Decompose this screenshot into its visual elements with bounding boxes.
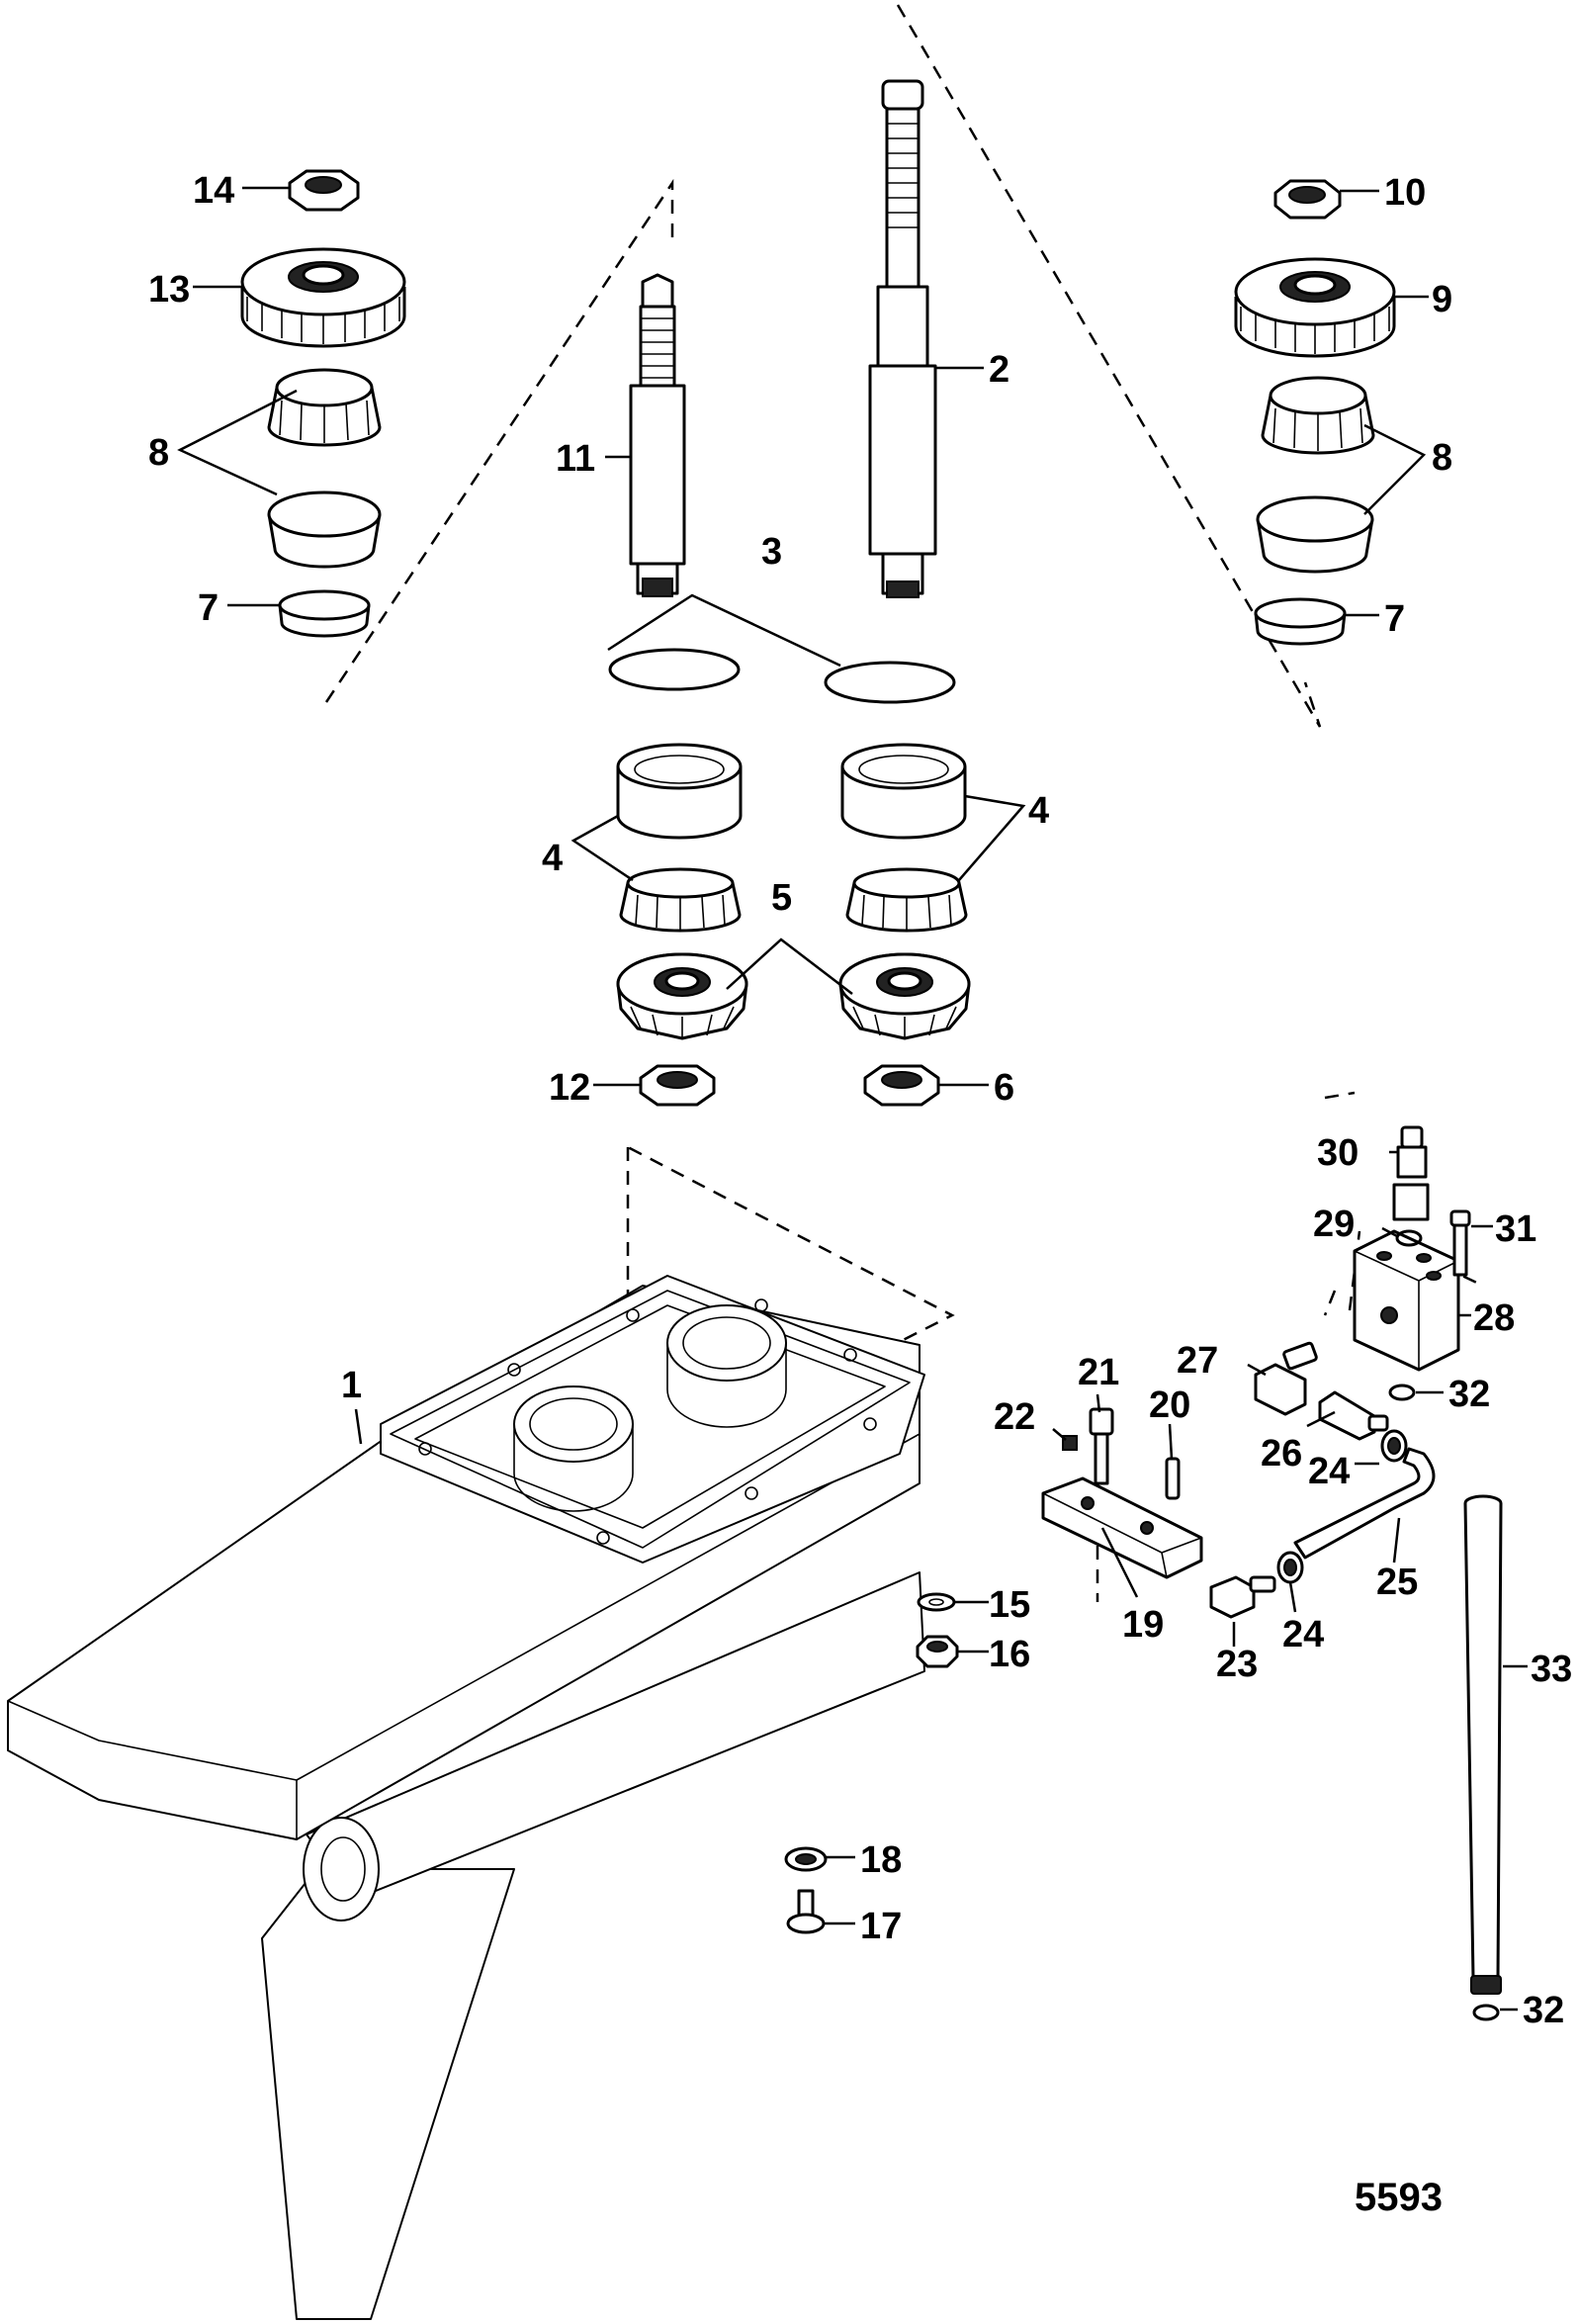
callout-11: 11 (556, 438, 595, 480)
alignment-lines (324, 4, 1484, 1602)
driveshaft-11 (629, 273, 686, 597)
bearing-cups-4 (616, 743, 967, 840)
callout-4-left: 4 (542, 838, 563, 879)
callout-24-lower: 24 (1282, 1614, 1324, 1655)
callout-14: 14 (193, 170, 234, 212)
driveshaft-2 (868, 79, 937, 598)
callout-32-upper: 32 (1448, 1374, 1490, 1415)
callout-8-left: 8 (148, 432, 169, 474)
callout-18: 18 (860, 1839, 902, 1881)
gearcase-housing (7, 1275, 925, 2320)
callout-26: 26 (1261, 1433, 1302, 1475)
callout-19: 19 (1122, 1604, 1164, 1646)
left-gear-stack (240, 169, 406, 638)
callout-4-right: 4 (1028, 790, 1049, 832)
callout-1: 1 (341, 1365, 362, 1406)
callout-5: 5 (771, 877, 792, 919)
right-gear-stack (1234, 179, 1396, 646)
callout-23: 23 (1216, 1644, 1258, 1685)
callout-3: 3 (761, 531, 782, 573)
callout-15: 15 (989, 1584, 1030, 1626)
callout-12: 12 (549, 1067, 590, 1109)
callout-6: 6 (994, 1067, 1014, 1109)
callout-16: 16 (989, 1634, 1030, 1675)
callout-24-upper: 24 (1308, 1451, 1350, 1492)
leader-lines (177, 186, 1528, 2011)
callout-29: 29 (1313, 1204, 1355, 1245)
small-hardware (784, 1125, 1503, 2021)
callout-10: 10 (1384, 172, 1426, 214)
callout-8-right: 8 (1432, 437, 1452, 479)
callout-9: 9 (1432, 279, 1452, 320)
figure-number: 5593 (1355, 2176, 1443, 2219)
callout-labels: 14 13 8 7 10 9 8 7 11 2 3 4 4 5 12 6 1 1… (148, 170, 1572, 2219)
callout-27: 27 (1177, 1340, 1218, 1382)
callout-13: 13 (148, 269, 190, 311)
callout-22: 22 (994, 1396, 1035, 1438)
o-rings-3 (608, 648, 956, 704)
callout-30: 30 (1317, 1132, 1359, 1174)
callout-25: 25 (1376, 1562, 1418, 1603)
callout-20: 20 (1149, 1385, 1190, 1426)
bearing-cones-4 (619, 867, 968, 933)
callout-33: 33 (1531, 1649, 1572, 1690)
callout-28: 28 (1473, 1297, 1515, 1339)
callout-7-right: 7 (1384, 598, 1405, 640)
callout-7-left: 7 (198, 587, 219, 629)
callout-2: 2 (989, 349, 1009, 391)
pinion-nuts (639, 1064, 940, 1107)
callout-32-lower: 32 (1523, 1990, 1564, 2031)
callout-21: 21 (1078, 1352, 1119, 1393)
bevel-gears-5 (616, 952, 971, 1040)
callout-31: 31 (1495, 1208, 1536, 1250)
callout-17: 17 (860, 1906, 902, 1947)
